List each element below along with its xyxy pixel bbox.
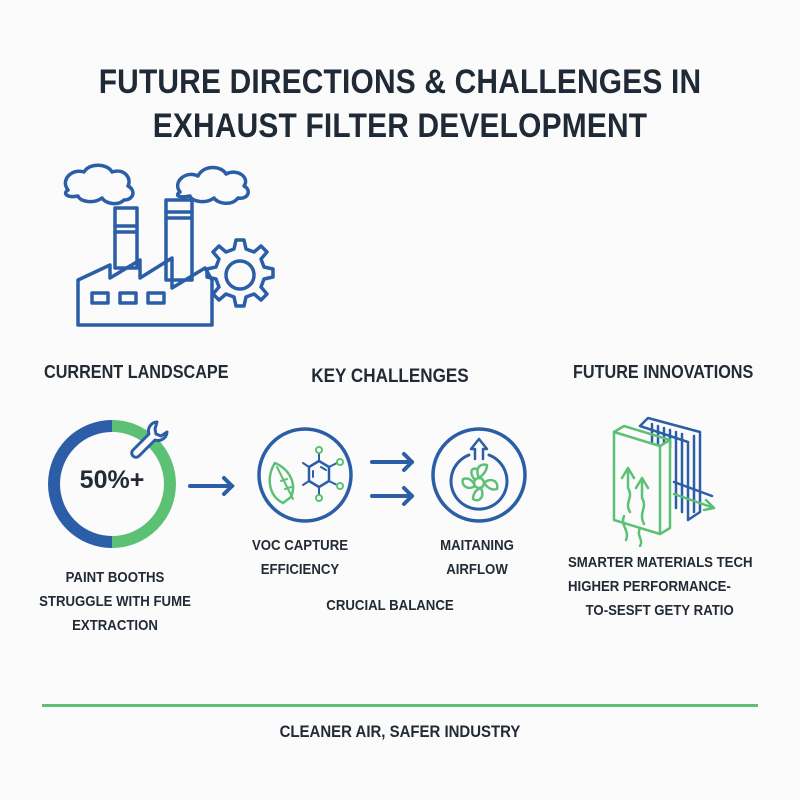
stat-ring <box>48 420 176 548</box>
footer-tagline: CLEANER AIR, SAFER INDUSTRY <box>279 722 521 741</box>
stat-value: 50%+ <box>79 466 145 494</box>
factory-with-gear-icon <box>63 163 275 327</box>
crucial-balance-caption: CRUCIAL BALANCE <box>326 597 454 614</box>
double-arrow-icon <box>370 452 414 506</box>
title-line-2: EXHAUST FILTER DEVELOPMENT <box>152 107 648 145</box>
page-title: FUTURE DIRECTIONS & CHALLENGES IN EXHAUS… <box>48 60 752 148</box>
arrow-right-icon <box>188 476 235 496</box>
footer-divider <box>42 704 758 707</box>
fan-airflow-icon <box>431 427 527 523</box>
layered-filter-icon <box>612 416 716 547</box>
voc-molecule-leaf-icon <box>257 427 353 523</box>
voc-capture-label: VOC CAPTURE EFFICIENCY <box>251 537 349 578</box>
key-challenges-header: KEY CHALLENGES <box>311 366 469 387</box>
current-landscape-header: CURRENT LANDSCAPE <box>44 362 229 382</box>
future-description: SMARTER MATERIALS TECH HIGHER PERFORMANC… <box>568 554 753 619</box>
current-description: PAINT BOOTHS STRUGGLE WITH FUME EXTRACTI… <box>39 569 191 634</box>
future-innovations-header: FUTURE INNOVATIONS <box>573 362 754 382</box>
airflow-label: MAITANING AIRFLOW <box>440 537 514 578</box>
title-line-1: FUTURE DIRECTIONS & CHALLENGES IN <box>98 63 702 101</box>
wrench-icon <box>130 420 169 459</box>
